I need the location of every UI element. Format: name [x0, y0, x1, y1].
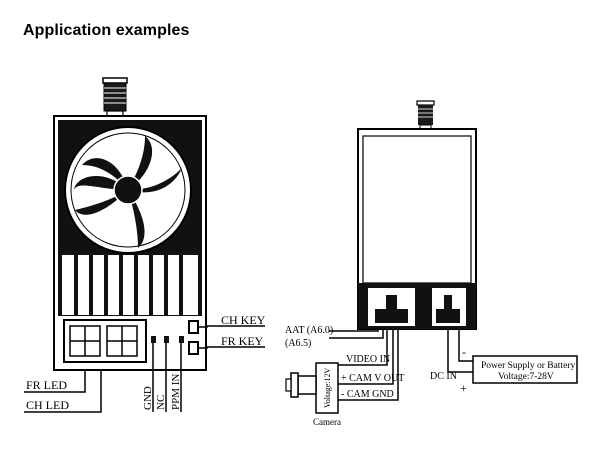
- cam-v-out-label: + CAM V OUT: [341, 373, 404, 384]
- camera-voltage-label: Voltage:12V: [323, 367, 332, 408]
- ch-key-button: [188, 320, 199, 334]
- dc-in-label: DC IN: [430, 371, 457, 382]
- right-receiver: AAT (A6.0) (A6.5) VIDEO IN + CAM V OUT -…: [285, 100, 578, 427]
- power-supply-box: [472, 355, 578, 384]
- power-supply-line1: Power Supply or Battery: [481, 361, 575, 371]
- av-connector: [368, 288, 415, 326]
- right-antenna-connector: [416, 100, 435, 130]
- ppm-in-label: PPM IN: [170, 374, 182, 410]
- fr-led-label: FR LED: [26, 378, 67, 392]
- cam-gnd-label: - CAM GND: [341, 389, 394, 400]
- right-device-face: [362, 135, 472, 284]
- ppm-connector: [151, 336, 184, 412]
- video-in-label: VIDEO IN: [346, 354, 390, 365]
- fr-key-label: FR KEY: [221, 334, 264, 348]
- gnd-label: GND: [142, 386, 154, 410]
- nc-label: NC: [155, 395, 167, 410]
- ch-key-label: CH KEY: [221, 313, 266, 327]
- power-supply-line2: Voltage:7-28V: [498, 372, 554, 382]
- heatsink-fins: [58, 255, 202, 316]
- fan-icon: [64, 126, 192, 254]
- left-antenna-connector: [102, 77, 128, 117]
- a65-label: (A6.5): [285, 338, 311, 349]
- aat-a60-label: AAT (A6.0): [285, 325, 333, 336]
- plus-label: +: [460, 381, 467, 395]
- camera-icon: [285, 362, 339, 414]
- ch-led-label: CH LED: [26, 398, 69, 412]
- page-title: Application examples: [23, 22, 190, 39]
- power-connector: [432, 288, 466, 326]
- channel-display: [63, 319, 147, 363]
- camera-label: Camera: [313, 417, 341, 427]
- fr-key-button: [188, 341, 199, 355]
- left-transmitter: CH KEY FR KEY FR LED CH LED GND NC PPM I…: [24, 77, 266, 413]
- minus-label: -: [462, 345, 466, 359]
